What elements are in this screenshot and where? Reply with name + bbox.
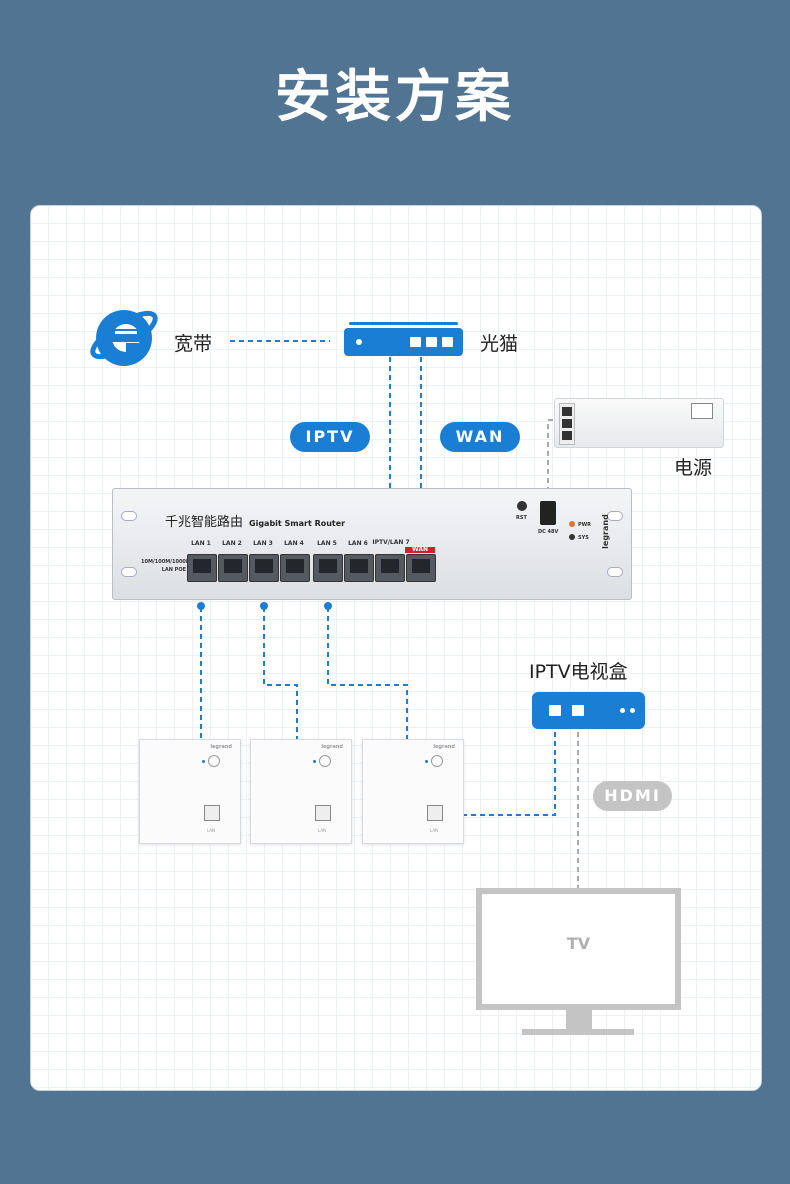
tv-stand-neck xyxy=(566,1010,592,1030)
tv-monitor-icon: TV xyxy=(476,888,681,1010)
port-label: LAN 2 xyxy=(222,540,242,547)
router-name-cn: 千兆智能路由 xyxy=(165,515,244,530)
status-led xyxy=(425,760,428,763)
modem-top-bar xyxy=(349,322,458,325)
ethernet-port-icon xyxy=(549,705,561,716)
lan-port xyxy=(187,554,217,582)
mount-hole xyxy=(607,567,623,577)
wall-socket-panel: legrand LAN xyxy=(250,739,352,844)
wan-port xyxy=(406,554,436,582)
pwr-led xyxy=(569,521,575,527)
lan-port xyxy=(313,554,343,582)
wan-port-label: WAN xyxy=(405,547,435,553)
port-label: LAN 3 xyxy=(253,540,273,547)
lan-port xyxy=(249,554,279,582)
port-dot xyxy=(260,602,268,610)
power-plug-icon xyxy=(691,403,713,419)
wan-pill: WAN xyxy=(440,422,520,452)
sys-led xyxy=(569,534,575,540)
reset-button xyxy=(517,501,527,511)
status-led xyxy=(313,760,316,763)
pwr-label: PWR xyxy=(578,522,592,528)
power-label: 电源 xyxy=(674,457,713,479)
tv-label: TV xyxy=(566,934,591,953)
ethernet-port-icon xyxy=(204,805,220,821)
ethernet-port-icon xyxy=(426,337,437,347)
wall-socket-panel: legrand LAN xyxy=(362,739,464,844)
power-terminal xyxy=(559,403,575,445)
lan3-line xyxy=(263,607,298,740)
port-label: LAN 6 xyxy=(348,540,368,547)
modem-led xyxy=(356,339,362,345)
iptv-box-label: IPTV电视盒 xyxy=(529,661,628,683)
port-label: LAN 1 xyxy=(191,540,211,547)
router-brand: legrand xyxy=(601,514,611,549)
broadband-label: 宽带 xyxy=(174,333,213,355)
modem-device xyxy=(344,328,463,356)
lan-port xyxy=(280,554,310,582)
status-led xyxy=(620,708,625,713)
dc-label: DC 48V xyxy=(538,529,559,535)
socket-brand: legrand xyxy=(210,744,232,750)
wifi-icon xyxy=(319,755,331,767)
dc-jack-icon xyxy=(540,501,556,525)
ethernet-port-icon xyxy=(410,337,421,347)
socket-brand: legrand xyxy=(321,744,343,750)
mount-hole xyxy=(121,567,137,577)
mount-hole xyxy=(607,511,623,521)
socket-jack-label: LAN xyxy=(430,828,439,833)
status-led xyxy=(202,760,205,763)
iptv-box-device xyxy=(532,692,645,729)
lan-port xyxy=(344,554,374,582)
lan-port xyxy=(218,554,248,582)
port-label: LAN 5 xyxy=(317,540,337,547)
hdmi-pill: HDMI xyxy=(593,781,672,811)
wifi-icon xyxy=(208,755,220,767)
port-dot xyxy=(197,602,205,610)
rst-label: RST xyxy=(516,515,527,521)
internet-explorer-icon xyxy=(90,310,158,366)
ethernet-port-icon xyxy=(442,337,453,347)
ethernet-port-icon xyxy=(572,705,584,716)
iptv-port xyxy=(375,554,405,582)
sys-label: SYS xyxy=(578,535,589,541)
port-label: IPTV/LAN 7 xyxy=(372,539,410,546)
ethernet-port-icon xyxy=(427,805,443,821)
power-supply xyxy=(554,398,724,448)
wall-socket-panel: legrand LAN xyxy=(139,739,241,844)
iptv-box-line xyxy=(435,732,556,816)
port-label: LAN 4 xyxy=(284,540,304,547)
modem-label: 光猫 xyxy=(480,333,519,355)
wifi-icon xyxy=(431,755,443,767)
router-name: 千兆智能路由 Gigabit Smart Router xyxy=(165,511,345,530)
socket-brand: legrand xyxy=(433,744,455,750)
gigabit-router: 千兆智能路由 Gigabit Smart Router 10M/100M/1000… xyxy=(112,488,632,600)
port-dot xyxy=(324,602,332,610)
status-led xyxy=(630,708,635,713)
socket-jack-label: LAN xyxy=(207,828,216,833)
poe-note: LAN POE xyxy=(161,567,186,573)
tv-stand-base xyxy=(522,1029,634,1035)
power-line xyxy=(547,419,553,500)
lan5-line xyxy=(327,607,408,740)
speed-note: 10M/100M/1000M xyxy=(141,559,191,565)
router-name-en: Gigabit Smart Router xyxy=(249,519,346,528)
page-title: 安装方案 xyxy=(275,65,515,130)
socket-jack-label: LAN xyxy=(318,828,327,833)
mount-hole xyxy=(121,511,137,521)
ethernet-port-icon xyxy=(315,805,331,821)
iptv-pill: IPTV xyxy=(290,422,370,452)
